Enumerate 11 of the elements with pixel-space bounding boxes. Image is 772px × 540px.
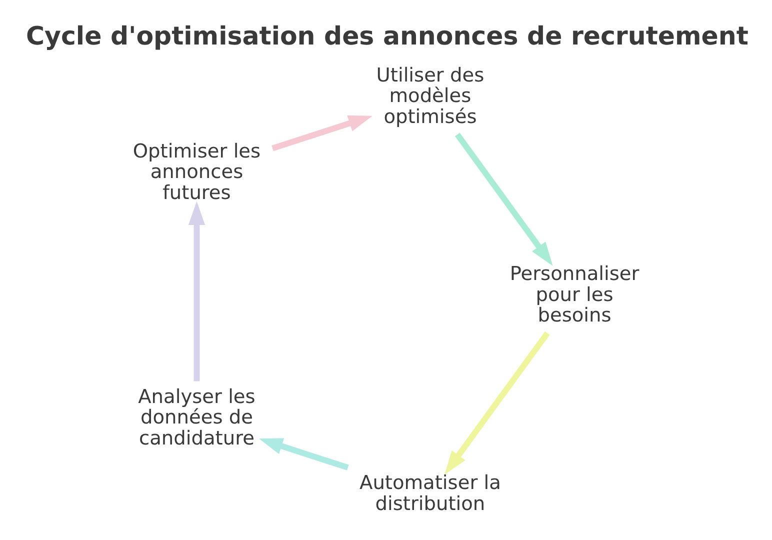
arrow — [258, 438, 349, 470]
node-text: Utiliser des modèles optimisés — [376, 62, 484, 128]
node-text: Analyser les données de candidature — [138, 384, 256, 449]
arrow — [454, 132, 553, 266]
node-text: Personnaliser pour les besoins — [510, 261, 640, 326]
arrow — [444, 330, 550, 474]
node-text: Automatiser la distribution — [360, 470, 501, 514]
node-text: Optimiser les annonces futures — [132, 138, 261, 204]
diagram-title: Cycle d'optimisation des annonces de recrutement — [26, 21, 748, 50]
arrow — [272, 114, 372, 151]
arrow — [188, 200, 206, 381]
